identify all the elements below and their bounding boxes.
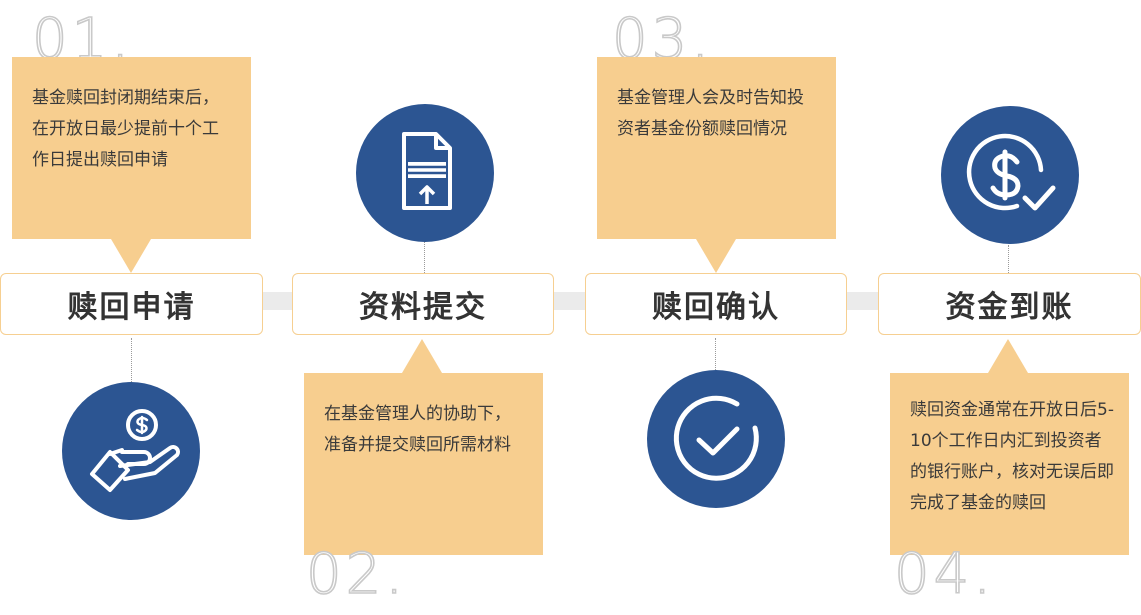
step-desc-3: 基金管理人会及时告知投资者基金份额赎回情况 bbox=[597, 57, 836, 239]
connector-2 bbox=[424, 242, 425, 273]
check-circle-icon bbox=[673, 395, 759, 481]
connector-4 bbox=[1008, 245, 1009, 273]
connector-1 bbox=[131, 338, 132, 382]
dollar-check-icon bbox=[966, 133, 1056, 211]
step-title-2: 资料提交 bbox=[292, 273, 554, 335]
step-desc-2: 在基金管理人的协助下，准备并提交赎回所需材料 bbox=[304, 373, 543, 555]
step-icon-4 bbox=[941, 106, 1079, 244]
step-number-4: 04. bbox=[893, 542, 996, 607]
callout-pointer-4 bbox=[988, 339, 1028, 373]
step-icon-3 bbox=[647, 370, 785, 508]
timeline-bar bbox=[0, 292, 1141, 310]
step-title-3: 赎回确认 bbox=[585, 273, 847, 335]
callout-pointer-3 bbox=[696, 239, 736, 273]
callout-pointer-2 bbox=[402, 339, 442, 373]
step-desc-1: 基金赎回封闭期结束后，在开放日最少提前十个工作日提出赎回申请 bbox=[12, 57, 251, 239]
document-upload-icon bbox=[402, 132, 452, 210]
step-title-4: 资金到账 bbox=[878, 273, 1141, 335]
step-number-2: 02. bbox=[305, 542, 408, 607]
step-title-1: 赎回申请 bbox=[0, 273, 263, 335]
callout-pointer-1 bbox=[111, 239, 151, 273]
step-icon-1 bbox=[62, 382, 200, 520]
step-desc-4: 赎回资金通常在开放日后5-10个工作日内汇到投资者的银行账户，核对无误后即完成了… bbox=[890, 373, 1129, 555]
step-icon-2 bbox=[356, 104, 494, 242]
hand-coin-icon bbox=[90, 409, 180, 492]
connector-3 bbox=[715, 338, 716, 370]
